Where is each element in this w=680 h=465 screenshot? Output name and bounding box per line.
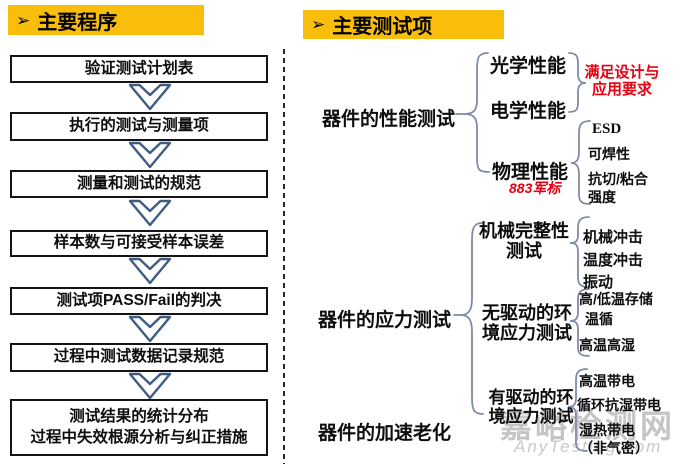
tree-leaf-solderability: 可焊性 xyxy=(588,146,630,162)
tree-leaf-cyclic-moisture-bias: 循环抗湿带电 xyxy=(577,397,661,413)
left-panel-header: ➢ 主要程序 xyxy=(8,5,204,35)
tree-leaf-thermal-shock: 温度冲击 xyxy=(583,252,644,269)
annotation-requirement: 满足设计与 应用要求 xyxy=(584,64,660,98)
tree-leaf-mechanical-shock: 机械冲击 xyxy=(583,229,644,246)
flow-box-data-recording: 过程中测试数据记录规范 xyxy=(10,343,268,372)
tree-node-electrical: 电学性能 xyxy=(490,101,567,122)
arrowhead-icon: ➢ xyxy=(311,15,326,34)
down-arrow-icon xyxy=(128,257,172,285)
tree-leaf-high-temp-bias: 高温带电 xyxy=(579,373,635,389)
down-arrow-icon xyxy=(128,372,172,400)
tree-node-mechanical-integrity: 机械完整性 测试 xyxy=(479,221,569,262)
tree-leaf-damp-heat-bias: 湿热带电 （非气密） xyxy=(579,422,649,457)
tree-node-stress-test: 器件的应力测试 xyxy=(318,310,452,331)
arrowhead-icon: ➢ xyxy=(16,10,31,30)
flow-box-test-spec: 测量和测试的规范 xyxy=(10,170,268,198)
tree-leaf-shear-bond-strength: 抗切/粘合 强度 xyxy=(588,171,648,206)
brace-performance xyxy=(455,52,490,173)
annotation-mil-std-883: 883军标 xyxy=(509,180,561,196)
tree-node-performance-test: 器件的性能测试 xyxy=(322,109,456,130)
flow-box-result-analysis: 测试结果的统计分布 过程中失效根源分析与纠正措施 xyxy=(10,399,268,456)
right-panel-title: 主要测试项 xyxy=(332,16,433,38)
left-panel-title: 主要程序 xyxy=(37,11,118,34)
flow-box-sample-size: 样本数与可接受样本误差 xyxy=(10,230,268,257)
flow-box-test-plan: 验证测试计划表 xyxy=(10,55,268,83)
tree-node-powered-env-stress: 有驱动的环 境应力测试 xyxy=(488,388,574,427)
tree-node-optical: 光学性能 xyxy=(490,56,567,77)
tree-leaf-high-temp-humidity: 高温高湿 xyxy=(579,337,635,353)
flow-box-test-items: 执行的测试与测量项 xyxy=(10,112,268,141)
right-panel-header: ➢ 主要测试项 xyxy=(303,10,504,39)
tree-leaf-vibration: 振动 xyxy=(583,274,614,291)
flow-box-pass-fail: 测试项PASS/Fail的判决 xyxy=(10,287,268,315)
tree-node-accelerated-aging: 器件的加速老化 xyxy=(318,423,452,444)
tree-node-unpowered-env-stress: 无驱动的环 境应力测试 xyxy=(482,303,572,344)
down-arrow-icon xyxy=(128,141,172,169)
down-arrow-icon xyxy=(128,199,172,227)
tree-leaf-esd: ESD xyxy=(592,121,622,137)
tree-leaf-high-low-temp-storage: 高/低温存储 xyxy=(579,291,653,307)
down-arrow-icon xyxy=(128,315,172,343)
tree-leaf-temp-cycling: 温循 xyxy=(585,311,613,327)
down-arrow-icon xyxy=(128,83,172,111)
tree-node-physical: 物理性能 xyxy=(492,162,569,183)
